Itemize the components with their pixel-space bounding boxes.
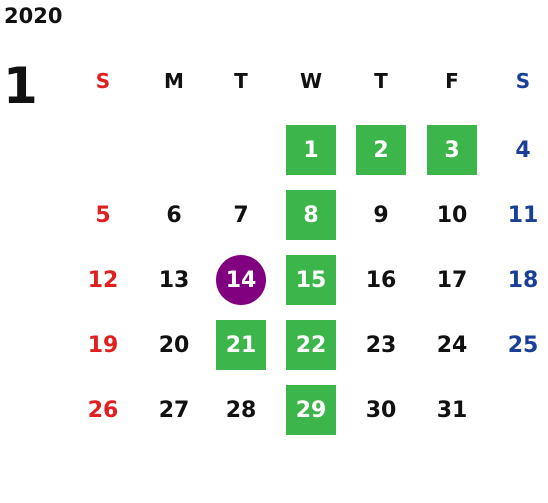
day-cell-29[interactable]: 29 [286,385,336,435]
day-cell-20[interactable]: 20 [158,332,190,358]
weekday-header-tue: T [234,69,248,93]
day-cell-3[interactable]: 3 [427,125,477,175]
day-cell-8[interactable]: 8 [286,190,336,240]
weekday-header-sun: S [95,69,111,93]
day-cell-6[interactable]: 6 [166,202,182,228]
day-cell-25[interactable]: 25 [507,332,539,358]
day-cell-17[interactable]: 17 [436,267,468,293]
day-cell-11[interactable]: 11 [507,202,539,228]
weekday-header-wed: W [299,69,323,93]
day-cell-9[interactable]: 9 [373,202,389,228]
day-cell-21[interactable]: 21 [216,320,266,370]
weekday-header-sat: S [515,69,531,93]
day-cell-18[interactable]: 18 [507,267,539,293]
month-label: 1 [3,57,38,115]
day-cell-28[interactable]: 28 [225,397,257,423]
day-cell-16[interactable]: 16 [365,267,397,293]
weekday-header-mon: M [164,69,184,93]
day-cell-15[interactable]: 15 [286,255,336,305]
year-label: 2020 [4,4,63,28]
day-cell-30[interactable]: 30 [365,397,397,423]
day-cell-1[interactable]: 1 [286,125,336,175]
day-cell-10[interactable]: 10 [436,202,468,228]
day-cell-7[interactable]: 7 [233,202,249,228]
day-cell-4[interactable]: 4 [515,137,531,163]
day-cell-27[interactable]: 27 [158,397,190,423]
day-cell-13[interactable]: 13 [158,267,190,293]
day-cell-5[interactable]: 5 [95,202,111,228]
day-cell-31[interactable]: 31 [436,397,468,423]
day-cell-14[interactable]: 14 [216,255,266,305]
weekday-header-fri: F [445,69,459,93]
day-cell-26[interactable]: 26 [87,397,119,423]
day-cell-2[interactable]: 2 [356,125,406,175]
day-cell-12[interactable]: 12 [87,267,119,293]
day-cell-19[interactable]: 19 [87,332,119,358]
weekday-header-thu: T [374,69,388,93]
day-cell-24[interactable]: 24 [436,332,468,358]
day-cell-23[interactable]: 23 [365,332,397,358]
day-cell-22[interactable]: 22 [286,320,336,370]
